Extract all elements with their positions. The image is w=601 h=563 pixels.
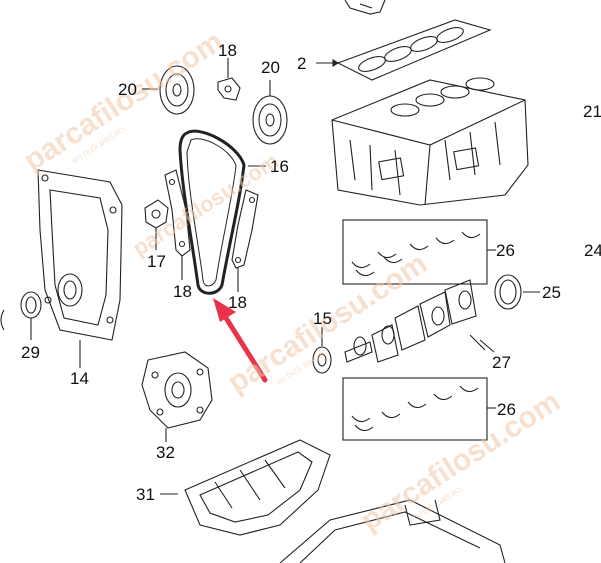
callout-24: 24 [584,241,601,260]
guide-bolt-bracket-part [217,60,241,101]
cam-sprocket-left-part [159,65,195,115]
cam-sprocket-right-part [252,80,288,145]
engine-block-part [331,77,529,206]
front-seal-part [20,291,42,340]
callout-15: 15 [313,309,332,328]
callout-18: 18 [228,293,247,312]
bearing-set-upper [342,219,488,285]
callout-14: 14 [70,369,89,388]
callout-29: 29 [21,343,40,362]
chain-guide-left-part [164,169,191,257]
callout-20: 20 [261,58,280,77]
callout-17: 17 [147,252,166,271]
highlight-arrow [213,298,268,383]
head-gasket-part [336,19,492,81]
top-cover-part [344,0,386,15]
callout-26: 26 [497,400,516,419]
front-timing-cover-part [37,169,123,368]
bearing-set-lower [342,377,488,441]
oil-pump-part [141,351,213,442]
callout-18: 18 [218,41,237,60]
leader-27 [479,339,495,353]
callout-31: 31 [136,485,155,504]
timing-chain-part [178,129,246,295]
crankshaft-part [344,279,486,363]
callout-16: 16 [270,157,289,176]
callout-32: 32 [156,443,175,462]
rear-seal-part [494,274,522,310]
callout-27: 27 [492,353,511,372]
oil-pan-upper-part [184,439,331,536]
chain-tensioner-part [144,199,169,250]
oil-pan-lower-part [279,499,506,563]
callout-20: 20 [118,80,137,99]
callout-2: 2 [297,54,307,73]
callout-26: 26 [496,241,515,260]
crank-sprocket-part [312,335,332,374]
callout-18: 18 [173,282,192,301]
callout-21: 21 [583,102,601,121]
callout-25: 25 [542,283,561,302]
chain-tensioner-arm-part [231,189,259,269]
